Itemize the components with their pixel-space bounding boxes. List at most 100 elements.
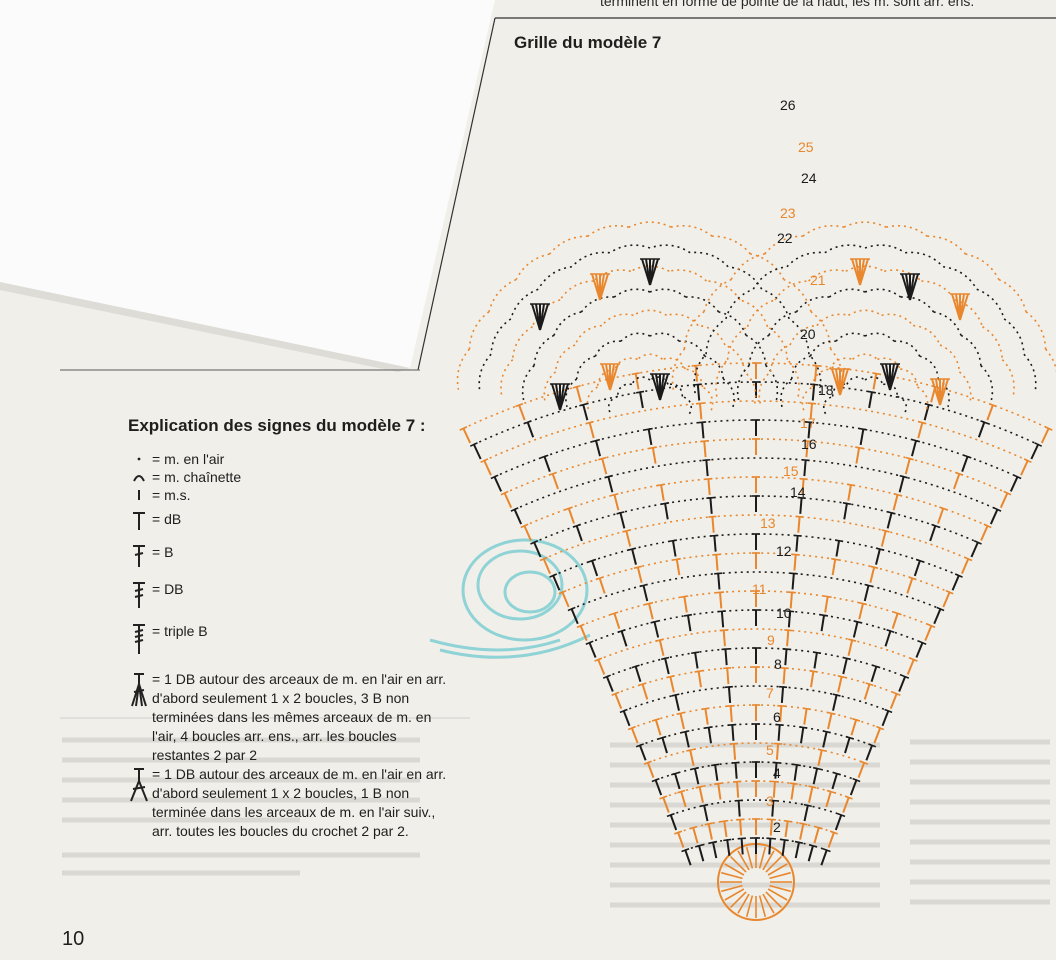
stitch-post xyxy=(813,827,820,844)
stitch-top xyxy=(706,496,715,500)
lobe-scallop xyxy=(1003,318,1025,355)
stitch-top xyxy=(659,795,668,800)
stitch-post xyxy=(953,473,961,490)
lobe-scallop xyxy=(739,299,769,327)
row-number-black: 14 xyxy=(790,484,806,500)
lobe-scallop xyxy=(905,251,944,268)
stitch-top xyxy=(865,682,874,687)
stitch-top xyxy=(671,771,680,776)
stitch-post xyxy=(719,592,723,609)
stitch-top xyxy=(459,426,468,431)
stitch-top xyxy=(927,623,936,629)
lobe-scallop xyxy=(939,344,961,372)
stitch-top xyxy=(846,483,855,487)
stitch-top xyxy=(585,420,594,425)
stitch-post xyxy=(684,849,692,866)
stitch-top xyxy=(855,446,864,450)
stitch-post xyxy=(970,541,979,558)
stitch-top xyxy=(598,456,607,461)
chart-frame-left xyxy=(417,17,496,371)
stitch-top xyxy=(1003,490,1012,496)
fan-row-arc xyxy=(524,476,988,527)
double-treble-icon xyxy=(126,580,152,610)
stitch-post xyxy=(732,743,737,760)
stitch-top xyxy=(636,390,645,394)
fan-row-arc xyxy=(483,400,1029,462)
lobe-scallop xyxy=(884,269,922,282)
stitch-post xyxy=(692,827,699,844)
stitch-top xyxy=(964,556,973,562)
stitch-post xyxy=(570,608,579,625)
stitch-top xyxy=(793,534,802,537)
lobe-scallop xyxy=(549,235,588,255)
stitch-post xyxy=(696,384,701,401)
stitch-post xyxy=(588,422,595,439)
stitch-top xyxy=(651,777,660,783)
stitch-post xyxy=(809,403,814,420)
stitch-post xyxy=(698,403,703,420)
row-number-black: 12 xyxy=(776,543,792,559)
lobe-scallop xyxy=(900,296,935,313)
stitch-top xyxy=(853,620,862,624)
stitch-post xyxy=(873,727,882,744)
lobe-scallop xyxy=(574,324,602,346)
lobe-scallop xyxy=(752,265,788,290)
treble-icon xyxy=(126,543,152,569)
stitch-top xyxy=(881,529,890,533)
stitch-top xyxy=(714,782,723,786)
stitch-post xyxy=(654,779,663,796)
stitch-post xyxy=(784,821,789,838)
stitch-top xyxy=(774,742,783,745)
stitch-post xyxy=(1040,428,1050,444)
stitch-post xyxy=(713,535,717,552)
lobe-scallop xyxy=(921,280,956,301)
stitch-top xyxy=(644,427,653,431)
lobe-scallop xyxy=(715,359,729,397)
lobe-scallop xyxy=(669,269,707,282)
stitch-top xyxy=(694,843,704,848)
lobe-scallop xyxy=(758,371,772,404)
lobe-scallop xyxy=(609,244,651,254)
stitch-top xyxy=(789,782,798,786)
bleed-through-text xyxy=(62,737,1050,908)
stitch-top xyxy=(579,402,588,407)
lobe-scallop xyxy=(649,244,691,254)
stitch-post xyxy=(634,666,642,682)
stitch-top xyxy=(676,711,685,716)
lobe-scallop xyxy=(490,318,512,355)
stitch-post xyxy=(664,658,670,675)
stitch-top xyxy=(792,763,801,767)
stitch-post xyxy=(803,805,809,822)
stitch-top xyxy=(864,583,873,588)
lobe-scallop xyxy=(531,299,561,327)
stitch-top xyxy=(723,666,732,670)
stitch-post xyxy=(634,373,640,390)
stitch-top xyxy=(523,420,532,425)
lobe-scallop xyxy=(808,269,846,282)
stitch-top xyxy=(801,458,810,462)
stitch-post xyxy=(999,492,1009,509)
lobe-scallop xyxy=(919,355,940,380)
stitch-top xyxy=(886,629,895,634)
center-stitch xyxy=(765,855,783,873)
stitch-top xyxy=(767,818,776,821)
lobe-cluster-post xyxy=(889,363,899,391)
stitch-post xyxy=(740,838,744,855)
stitch-top xyxy=(805,421,814,424)
stitch-post xyxy=(671,540,677,557)
stitch-top xyxy=(766,837,775,840)
stitch-top xyxy=(674,830,683,835)
stitch-post xyxy=(543,456,551,472)
stitch-top xyxy=(814,825,823,830)
center-stitch xyxy=(724,888,745,901)
lobe-cluster-post xyxy=(609,363,619,391)
stitch-top xyxy=(737,837,746,840)
stitch-post xyxy=(842,658,848,675)
fan-row-arc xyxy=(597,628,915,661)
stitch-post xyxy=(613,613,621,629)
stitch-top xyxy=(711,763,720,767)
stitch-top xyxy=(808,843,818,848)
center-stitch xyxy=(729,891,747,909)
row-number-black: 4 xyxy=(773,765,781,781)
stitch-top xyxy=(954,573,963,578)
